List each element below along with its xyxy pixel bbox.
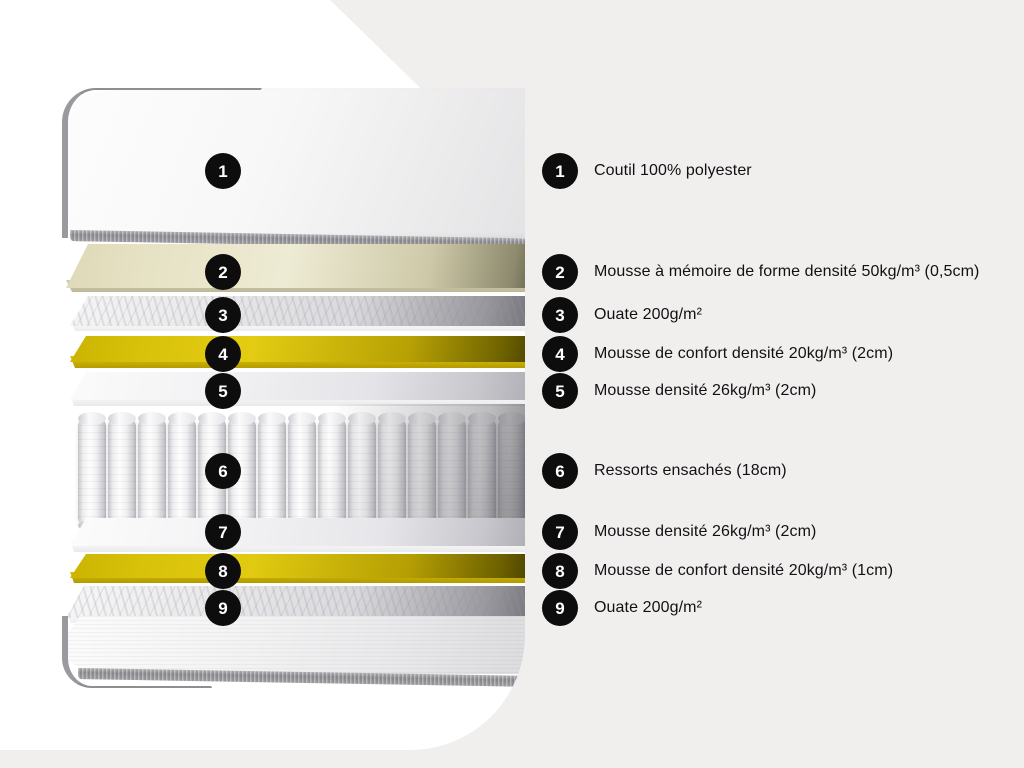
legend-item-1: 1 Coutil 100% polyester [542, 153, 752, 189]
pocket-spring [78, 412, 106, 531]
illustration-badge-9: 9 [205, 590, 241, 626]
legend-badge-7: 7 [542, 514, 578, 550]
pocket-spring [108, 412, 136, 531]
legend-item-4: 4 Mousse de confort densité 20kg/m³ (2cm) [542, 336, 893, 372]
illustration-badge-5: 5 [205, 373, 241, 409]
legend-item-2: 2 Mousse à mémoire de forme densité 50kg/… [542, 254, 980, 290]
layer-9-face [66, 586, 525, 618]
legend-label-9: Ouate 200g/m² [594, 599, 703, 616]
legend-item-9: 9 Ouate 200g/m² [542, 590, 702, 626]
pocket-spring [288, 412, 316, 531]
layer-8-face [70, 554, 525, 578]
legend-badge-5: 5 [542, 373, 578, 409]
pocket-spring [378, 412, 406, 531]
layer-8-comfort-foam [70, 554, 525, 592]
legend-label-2: Mousse à mémoire de forme densité 50kg/m… [594, 263, 980, 280]
illustration-badge-6: 6 [205, 453, 241, 489]
layer-7-foam [70, 518, 525, 558]
layer-3-wadding [70, 296, 525, 338]
cover-top-left-rim [62, 88, 262, 238]
cover-bottom-left-rim [62, 616, 212, 688]
pocket-spring [408, 412, 436, 531]
layer-2-memory-foam [66, 244, 525, 306]
layer-5-foam [70, 372, 525, 412]
pocket-spring [498, 412, 525, 531]
illustration-badge-2: 2 [205, 254, 241, 290]
layer-7-face [70, 518, 525, 546]
layer-5-face [70, 372, 525, 400]
layer-2-face [66, 244, 525, 288]
legend-badge-1: 1 [542, 153, 578, 189]
legend-label-6: Ressorts ensachés (18cm) [594, 462, 787, 479]
legend-item-3: 3 Ouate 200g/m² [542, 297, 702, 333]
layer-4-face [70, 336, 525, 362]
legend-list: 1 Coutil 100% polyester 2 Mousse à mémoire … [542, 0, 1024, 768]
illustration-badge-1: 1 [205, 153, 241, 189]
legend-badge-3: 3 [542, 297, 578, 333]
cover-top-face [62, 88, 525, 238]
legend-badge-8: 8 [542, 553, 578, 589]
legend-label-5: Mousse densité 26kg/m³ (2cm) [594, 382, 817, 399]
pocket-spring [438, 412, 466, 531]
legend-item-8: 8 Mousse de confort densité 20kg/m³ (1cm) [542, 553, 893, 589]
legend-badge-9: 9 [542, 590, 578, 626]
pocket-spring [318, 412, 346, 531]
cover-bottom-face [62, 616, 525, 674]
illustration-badge-4: 4 [205, 336, 241, 372]
legend-badge-6: 6 [542, 453, 578, 489]
legend-label-7: Mousse densité 26kg/m³ (2cm) [594, 523, 817, 540]
layer-3-face [70, 296, 525, 326]
pocket-spring [468, 412, 496, 531]
layer-4-comfort-foam [70, 336, 525, 376]
pocket-spring [168, 412, 196, 531]
pocket-spring [138, 412, 166, 531]
legend-badge-4: 4 [542, 336, 578, 372]
legend-item-7: 7 Mousse densité 26kg/m³ (2cm) [542, 514, 816, 550]
legend-label-4: Mousse de confort densité 20kg/m³ (2cm) [594, 345, 894, 362]
legend-badge-2: 2 [542, 254, 578, 290]
pocket-spring [348, 412, 376, 531]
illustration-badge-7: 7 [205, 514, 241, 550]
layer-1-cover-top [62, 88, 525, 250]
pocket-spring [258, 412, 286, 531]
legend-item-5: 5 Mousse densité 26kg/m³ (2cm) [542, 373, 816, 409]
legend-label-3: Ouate 200g/m² [594, 306, 703, 323]
layer-6-pocket-springs [74, 404, 525, 531]
legend-item-6: 6 Ressorts ensachés (18cm) [542, 453, 787, 489]
illustration-badge-3: 3 [205, 297, 241, 333]
cover-bottom [62, 616, 525, 692]
legend-label-8: Mousse de confort densité 20kg/m³ (1cm) [594, 562, 894, 579]
legend-label-1: Coutil 100% polyester [594, 162, 752, 179]
illustration-badge-8: 8 [205, 553, 241, 589]
